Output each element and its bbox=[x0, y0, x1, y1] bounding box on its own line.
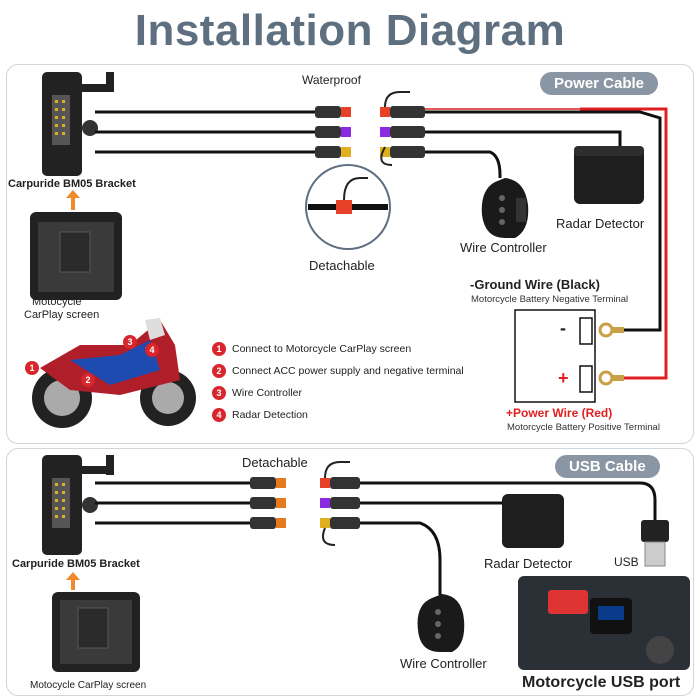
radar-detector-label: Radar Detector bbox=[556, 216, 645, 231]
bracket-icon bbox=[42, 72, 114, 176]
battery-icon bbox=[514, 309, 596, 403]
motorcycle-icon bbox=[26, 318, 196, 428]
radar-detector-icon bbox=[574, 146, 644, 204]
usb-port-label: Motorcycle USB port bbox=[522, 674, 681, 691]
power-cable-badge: Power Cable bbox=[540, 72, 659, 95]
cables bbox=[95, 110, 662, 332]
carplay-screen-usb-icon bbox=[52, 592, 140, 672]
usb-label: USB bbox=[614, 555, 639, 569]
bracket-usb-icon bbox=[42, 455, 114, 555]
usb-screen-label: Motocycle CarPlay screen bbox=[30, 680, 147, 691]
connector-usb-right-icons bbox=[320, 461, 360, 546]
arrow-up-icon bbox=[66, 572, 80, 580]
usb-port-photo-icon bbox=[518, 576, 690, 670]
red-wire bbox=[580, 107, 668, 380]
power-wire-title: +Power Wire (Red) bbox=[506, 406, 613, 420]
wire-controller-icon bbox=[481, 178, 529, 238]
connector-right-icons bbox=[380, 91, 425, 166]
bike-marker-1: 1 bbox=[25, 361, 39, 375]
wire-controller-label: Wire Controller bbox=[460, 240, 547, 255]
usb-radar-label: Radar Detector bbox=[484, 556, 573, 571]
usb-plug-icon bbox=[641, 520, 669, 567]
connector-usb-left-icons bbox=[250, 477, 286, 529]
usb-detachable-label: Detachable bbox=[242, 455, 308, 470]
screen-label-line1: Motocycle bbox=[32, 296, 82, 308]
detachable-label: Detachable bbox=[309, 258, 375, 273]
radar-detector-usb-icon bbox=[502, 494, 564, 548]
detachable-closeup-icon bbox=[305, 164, 391, 250]
connector-left-icons bbox=[315, 106, 351, 158]
ground-wire-sub: Motorcycle Battery Negative Terminal bbox=[471, 294, 629, 305]
waterproof-label: Waterproof bbox=[302, 73, 361, 87]
bracket-label: Carpuride BM05 Bracket bbox=[8, 178, 136, 190]
usb-cable-badge: USB Cable bbox=[555, 455, 660, 478]
ground-wire-title: -Ground Wire (Black) bbox=[470, 277, 600, 292]
battery-plus-label: + bbox=[558, 368, 569, 388]
carplay-screen-icon bbox=[30, 212, 122, 300]
usb-wire-controller-label: Wire Controller bbox=[400, 656, 487, 671]
screen-label-line2: CarPlay screen bbox=[24, 309, 100, 321]
bike-marker-3: 3 bbox=[123, 335, 137, 349]
bike-marker-4: 4 bbox=[145, 343, 159, 357]
ring-terminal-icons bbox=[598, 322, 624, 386]
page-title: Installation Diagram bbox=[134, 6, 566, 55]
bike-marker-2: 2 bbox=[81, 373, 95, 387]
usb-bracket-label: Carpuride BM05 Bracket bbox=[12, 558, 140, 570]
battery-minus-label: - bbox=[560, 318, 566, 338]
power-wire-sub: Motorcycle Battery Positive Terminal bbox=[507, 422, 660, 433]
wire-controller-usb-icon bbox=[417, 594, 465, 652]
